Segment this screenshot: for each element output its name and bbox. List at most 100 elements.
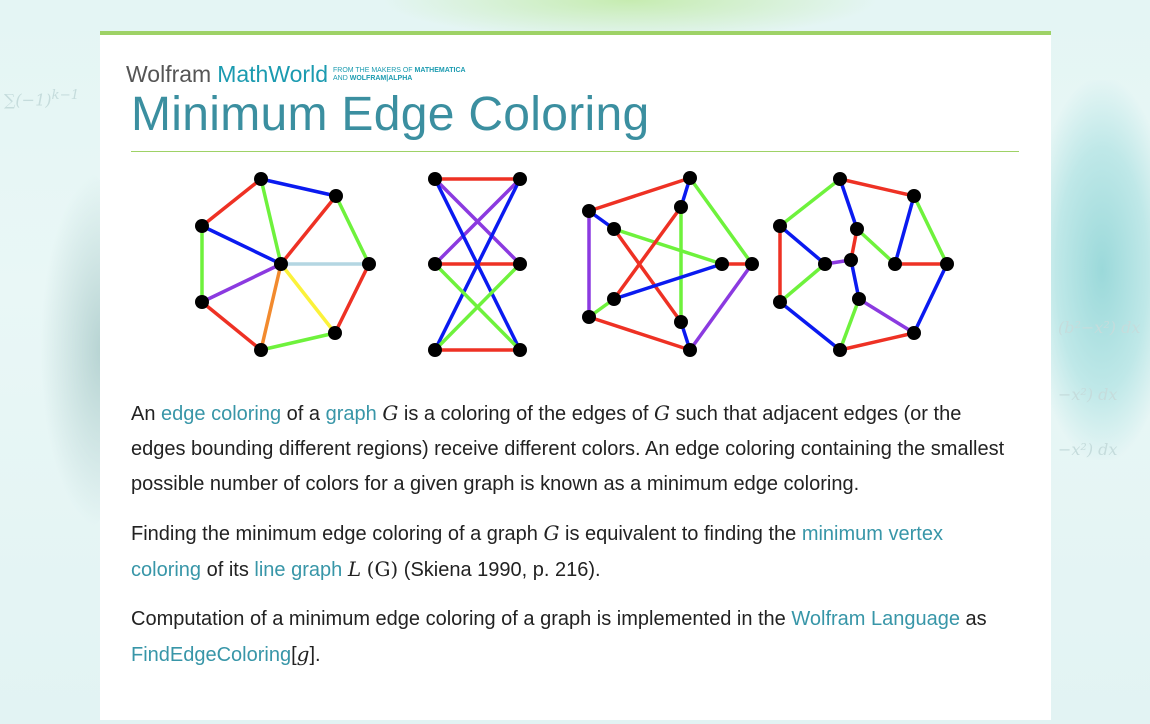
text: of its xyxy=(201,559,255,581)
tagline-wolframalpha: WOLFRAM|ALPHA xyxy=(349,74,413,82)
graph-edge xyxy=(838,178,859,230)
graph-edge xyxy=(260,331,336,352)
graph-edge xyxy=(588,315,691,352)
background-formula: −x²) dx xyxy=(1058,440,1118,459)
graph-vertex xyxy=(745,257,759,271)
graph-vertex xyxy=(428,343,442,357)
link-minimum-vertex-coloring[interactable]: minimum vertex coloring xyxy=(131,523,943,581)
graph-edge xyxy=(858,297,915,335)
graph-vertex xyxy=(852,292,866,306)
graph-vertex xyxy=(888,257,902,271)
graph-edge xyxy=(200,177,263,228)
graph-vertex xyxy=(844,253,858,267)
graph-edge xyxy=(778,177,842,228)
graph-edge xyxy=(259,263,283,351)
graph-edge xyxy=(912,263,949,334)
graph-vertex xyxy=(715,257,729,271)
graph-edge xyxy=(260,177,337,198)
graph-edge xyxy=(839,331,915,352)
graph-edge xyxy=(279,194,338,266)
graph-3 xyxy=(582,171,759,357)
graph-vertex xyxy=(254,172,268,186)
graph-vertex xyxy=(513,172,527,186)
graph-edge xyxy=(613,262,723,301)
graph-vertex xyxy=(683,171,697,185)
graph-vertex xyxy=(254,343,268,357)
graph-edge xyxy=(893,195,916,265)
graph-edge xyxy=(333,263,371,334)
graph-edge xyxy=(259,178,283,265)
title-divider xyxy=(131,151,1019,152)
graph-vertex xyxy=(513,343,527,357)
background-formula: (b²−x²) dx xyxy=(1058,318,1141,337)
text: Finding the minimum edge coloring of a g… xyxy=(131,523,544,545)
wolfram-mathworld-logo[interactable]: Wolfram MathWorld FROM THE MAKERS OF MAT… xyxy=(126,61,466,88)
graph-vertex xyxy=(773,219,787,233)
paragraph-definition: An edge coloring of a graph G is a color… xyxy=(131,396,1011,502)
graph-vertex xyxy=(428,172,442,186)
link-line-graph[interactable]: line graph xyxy=(254,559,343,581)
paragraph-line-graph: Finding the minimum edge coloring of a g… xyxy=(131,516,1011,588)
graph-vertex xyxy=(907,326,921,340)
graph-vertex xyxy=(362,257,376,271)
graph-vertex xyxy=(607,222,621,236)
graph-vertex xyxy=(683,343,697,357)
logo-tagline: FROM THE MAKERS OF MATHEMATICA AND WOLFR… xyxy=(333,67,466,83)
content-card: Wolfram MathWorld FROM THE MAKERS OF MAT… xyxy=(100,31,1051,720)
graph-edge xyxy=(855,227,897,266)
graph-edge xyxy=(200,300,263,352)
text: ]. xyxy=(309,644,321,666)
graph-vertex xyxy=(833,343,847,357)
link-findedgecoloring[interactable]: FindEdgeColoring xyxy=(131,644,292,666)
text: is a coloring of the edges of xyxy=(398,403,655,425)
logo-brand: Wolfram xyxy=(126,61,212,87)
graph-vertex xyxy=(674,200,688,214)
text: of a xyxy=(281,403,326,425)
graph-edge xyxy=(688,176,754,266)
graph-edge xyxy=(201,262,282,304)
page-title: Minimum Edge Coloring xyxy=(131,88,650,141)
graph-edge xyxy=(778,300,842,352)
text: [ xyxy=(291,644,297,666)
text: such that adjacent edges (or the edges b… xyxy=(131,403,1005,495)
graph-edge xyxy=(334,195,371,265)
graph-vertex xyxy=(607,292,621,306)
graph-vertex xyxy=(907,189,921,203)
tagline-text: FROM THE MAKERS OF xyxy=(332,66,415,74)
background-formula: ∑(−1)k−1 xyxy=(4,88,80,110)
graph-vertex xyxy=(274,257,288,271)
graph-4 xyxy=(773,172,954,357)
logo-product: MathWorld xyxy=(217,61,328,87)
link-graph[interactable]: graph xyxy=(325,403,377,425)
graph-vertex xyxy=(773,295,787,309)
graph-edge xyxy=(279,262,337,335)
graph-edge xyxy=(778,224,827,266)
graph-vertex xyxy=(428,257,442,271)
graph-edge xyxy=(433,178,522,351)
graph-edge xyxy=(688,262,754,352)
text: Computation of a minimum edge coloring o… xyxy=(131,608,792,630)
graph-vertex xyxy=(850,222,864,236)
graph-edge xyxy=(433,177,522,266)
text: (Skiena 1990, p. 216). xyxy=(398,559,601,581)
graph-vertex xyxy=(513,257,527,271)
graph-vertex xyxy=(582,310,596,324)
graph-vertex xyxy=(833,172,847,186)
graph-1 xyxy=(195,172,376,357)
math-symbol: g xyxy=(296,642,310,666)
tagline-mathematica: MATHEMATICA xyxy=(414,66,466,74)
math-symbol: G xyxy=(543,521,560,545)
graph-edge xyxy=(588,176,691,213)
graph-edge xyxy=(912,195,949,265)
graph-edge xyxy=(838,298,861,351)
graph-vertex xyxy=(195,295,209,309)
math-symbol: L xyxy=(347,557,362,581)
graph-vertex xyxy=(582,204,596,218)
link-edge-coloring[interactable]: edge coloring xyxy=(161,403,282,425)
graph-edge xyxy=(612,227,683,324)
graph-edge xyxy=(612,205,683,301)
graph-edge xyxy=(839,177,915,198)
tagline-text: AND xyxy=(332,74,350,82)
graph-vertex xyxy=(195,219,209,233)
link-wolfram-language[interactable]: Wolfram Language xyxy=(791,608,960,630)
